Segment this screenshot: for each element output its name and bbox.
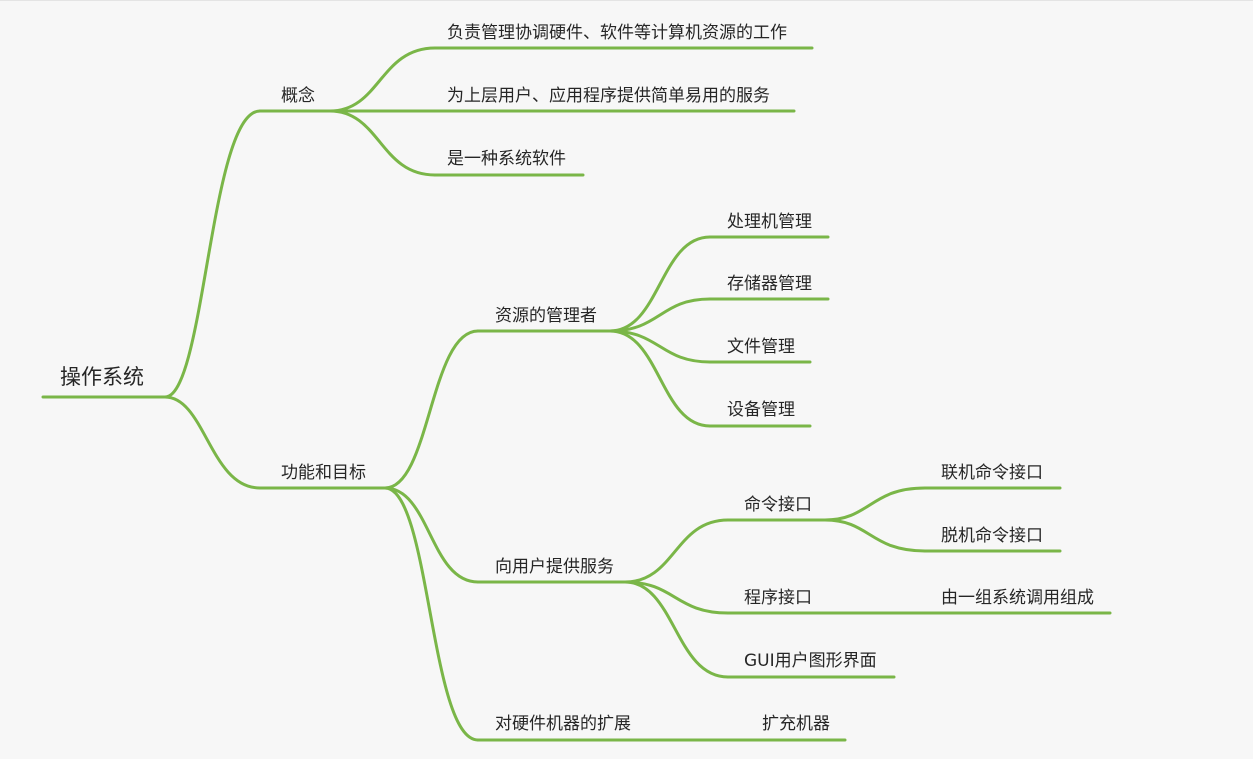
- concept-label: 概念: [281, 85, 315, 106]
- resource-manager-label: 资源的管理者: [495, 306, 597, 326]
- connector-function-extension: [383, 486, 480, 742]
- function-label: 功能和目标: [281, 463, 366, 483]
- node-underlines: [41, 46, 1112, 742]
- connector-service-command: [623, 518, 730, 584]
- connector-root-concept: [163, 109, 262, 399]
- user-service-label: 向用户提供服务: [495, 557, 614, 577]
- connector-service-program: [623, 580, 730, 615]
- program-interface-detail: 由一组系统调用组成: [941, 588, 1094, 608]
- resource-item-2: 存储器管理: [727, 274, 812, 294]
- connector-resource-item-4: [608, 329, 712, 428]
- resource-item-4: 设备管理: [727, 400, 795, 420]
- connector-concept-item-3: [328, 109, 437, 177]
- connector-resource-item-1: [608, 235, 712, 333]
- resource-item-3: 文件管理: [727, 337, 795, 357]
- connector-resource-item-3: [608, 329, 712, 364]
- concept-item-2: 为上层用户、应用程序提供简单易用的服务: [447, 86, 770, 106]
- connector-resource-item-2: [608, 297, 712, 333]
- connector-function-service: [383, 486, 480, 584]
- connector-command-online: [823, 486, 927, 522]
- gui-label: GUI用户图形界面: [744, 651, 877, 671]
- hardware-extension-detail: 扩充机器: [762, 714, 830, 734]
- root-label: 操作系统: [60, 365, 144, 389]
- program-interface-label: 程序接口: [744, 588, 812, 608]
- connector-concept-item-1: [328, 46, 437, 113]
- connectors: [163, 46, 927, 742]
- node-labels: 操作系统 概念 负责管理协调硬件、软件等计算机资源的工作 为上层用户、应用程序提…: [60, 23, 1094, 734]
- connector-function-resource: [383, 329, 480, 490]
- concept-item-3: 是一种系统软件: [447, 149, 566, 169]
- connector-service-gui: [623, 580, 730, 679]
- connector-command-offline: [823, 518, 927, 553]
- concept-item-1: 负责管理协调硬件、软件等计算机资源的工作: [447, 23, 787, 43]
- command-online-label: 联机命令接口: [941, 463, 1043, 483]
- hardware-extension-label: 对硬件机器的扩展: [495, 714, 631, 734]
- command-interface-label: 命令接口: [744, 495, 812, 515]
- command-offline-label: 脱机命令接口: [941, 526, 1043, 546]
- resource-item-1: 处理机管理: [727, 212, 812, 232]
- connector-root-function: [163, 395, 262, 490]
